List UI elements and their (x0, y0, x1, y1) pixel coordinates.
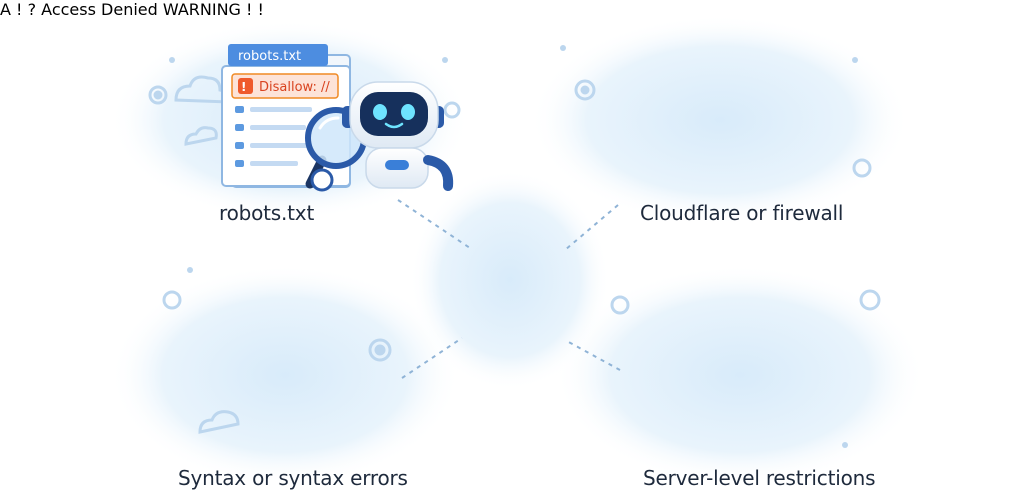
question-icon: ? (27, 0, 37, 19)
access-denied-line2: Denied (101, 0, 158, 19)
document-icon: WARNING ! ! (163, 0, 264, 19)
shield-alert-icon: ! (246, 0, 258, 19)
caption-robots-txt: robots.txt (219, 201, 315, 225)
decor-sparkles (169, 45, 858, 448)
access-denied-sign: Access Denied (41, 0, 163, 19)
caution-glyph: ! (257, 0, 264, 19)
robot-icon (310, 81, 454, 192)
rule-text: Disallow: // (259, 80, 330, 95)
warning-label: WARNING (162, 0, 241, 19)
alert-badge-glyph: ! (241, 80, 246, 94)
file-tab-label: robots.txt (238, 49, 301, 64)
alert-badge-icon (238, 78, 253, 94)
rule-banner (231, 73, 339, 99)
server-rack-icon: A (0, 0, 16, 19)
connector-lines (397, 199, 621, 379)
shield-glyph: ! (246, 0, 253, 19)
warning-triangle-icon: ! (258, 0, 264, 19)
decor-gears (148, 79, 881, 362)
panel-robots: robots.txt ! Disallow: // (221, 44, 454, 192)
caption-server-restrictions: Server-level restrictions (643, 466, 876, 490)
file-tab (228, 44, 328, 66)
warning-glyph: ! (16, 0, 23, 19)
server-badge: A (0, 0, 11, 19)
warning-label-plate: WARNING ! ! (163, 0, 264, 19)
panel-firewall: A (0, 0, 16, 19)
access-denied-line1: Access (41, 0, 96, 19)
caption-syntax-errors: Syntax or syntax errors (178, 466, 408, 490)
panel-server: Access Denied WARNING (41, 0, 264, 19)
background-glows (110, 15, 925, 485)
panel-syntax: ! ? (16, 0, 41, 19)
warning-triangle-icon: ! (16, 0, 28, 19)
caption-cloudflare-firewall: Cloudflare or firewall (640, 201, 844, 225)
